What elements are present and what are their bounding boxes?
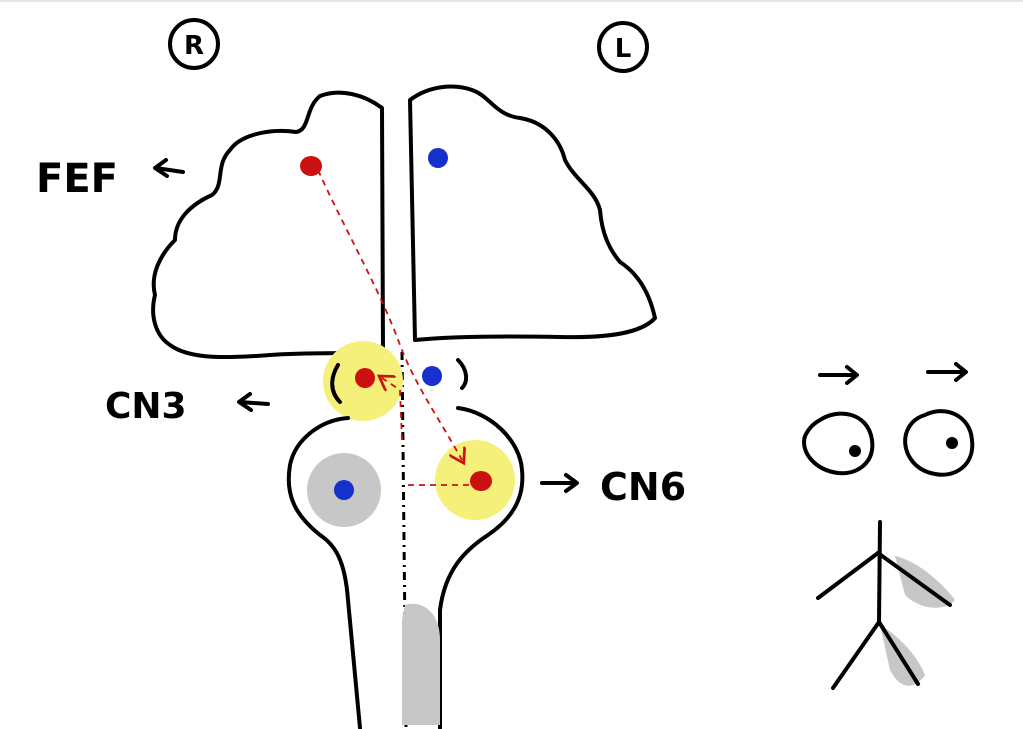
- stick-figure-icon: [816, 520, 955, 690]
- right-side-marker: R: [168, 18, 220, 70]
- cn6-label: CN6: [600, 465, 686, 509]
- brainstem-outline: [286, 416, 362, 729]
- cn3-right-nucleus: [355, 368, 375, 388]
- left-eye-icon: [903, 409, 975, 477]
- cn3-left-nucleus: [422, 366, 442, 386]
- right-gaze-arrow-icon: [818, 365, 859, 385]
- left-hemisphere: [408, 84, 657, 342]
- right-side-label: R: [184, 31, 204, 61]
- fef-left-nucleus: [428, 148, 448, 168]
- right-hemisphere: [151, 90, 385, 360]
- cn3-label: CN3: [105, 386, 187, 427]
- top-rule: [0, 0, 1023, 2]
- medulla-shade: [402, 603, 440, 725]
- cn6-left-nucleus: [470, 471, 492, 491]
- fef-label: FEF: [36, 156, 118, 202]
- brainstem-outline-left: [438, 406, 525, 729]
- midbrain-bracket-left: [456, 358, 469, 390]
- fef-right-nucleus: [300, 156, 322, 176]
- midbrain-bracket-right: [330, 363, 342, 404]
- left-side-label: L: [615, 34, 632, 64]
- left-gaze-arrow-icon: [926, 362, 968, 382]
- pathway: [317, 169, 470, 486]
- right-eye-icon: [802, 411, 875, 476]
- cn6-right-nucleus: [334, 480, 354, 500]
- fef-arrow-icon: [153, 158, 185, 178]
- cn6-arrow-icon: [540, 473, 579, 493]
- cn3-arrow-icon: [237, 392, 270, 412]
- left-side-marker: L: [597, 21, 649, 73]
